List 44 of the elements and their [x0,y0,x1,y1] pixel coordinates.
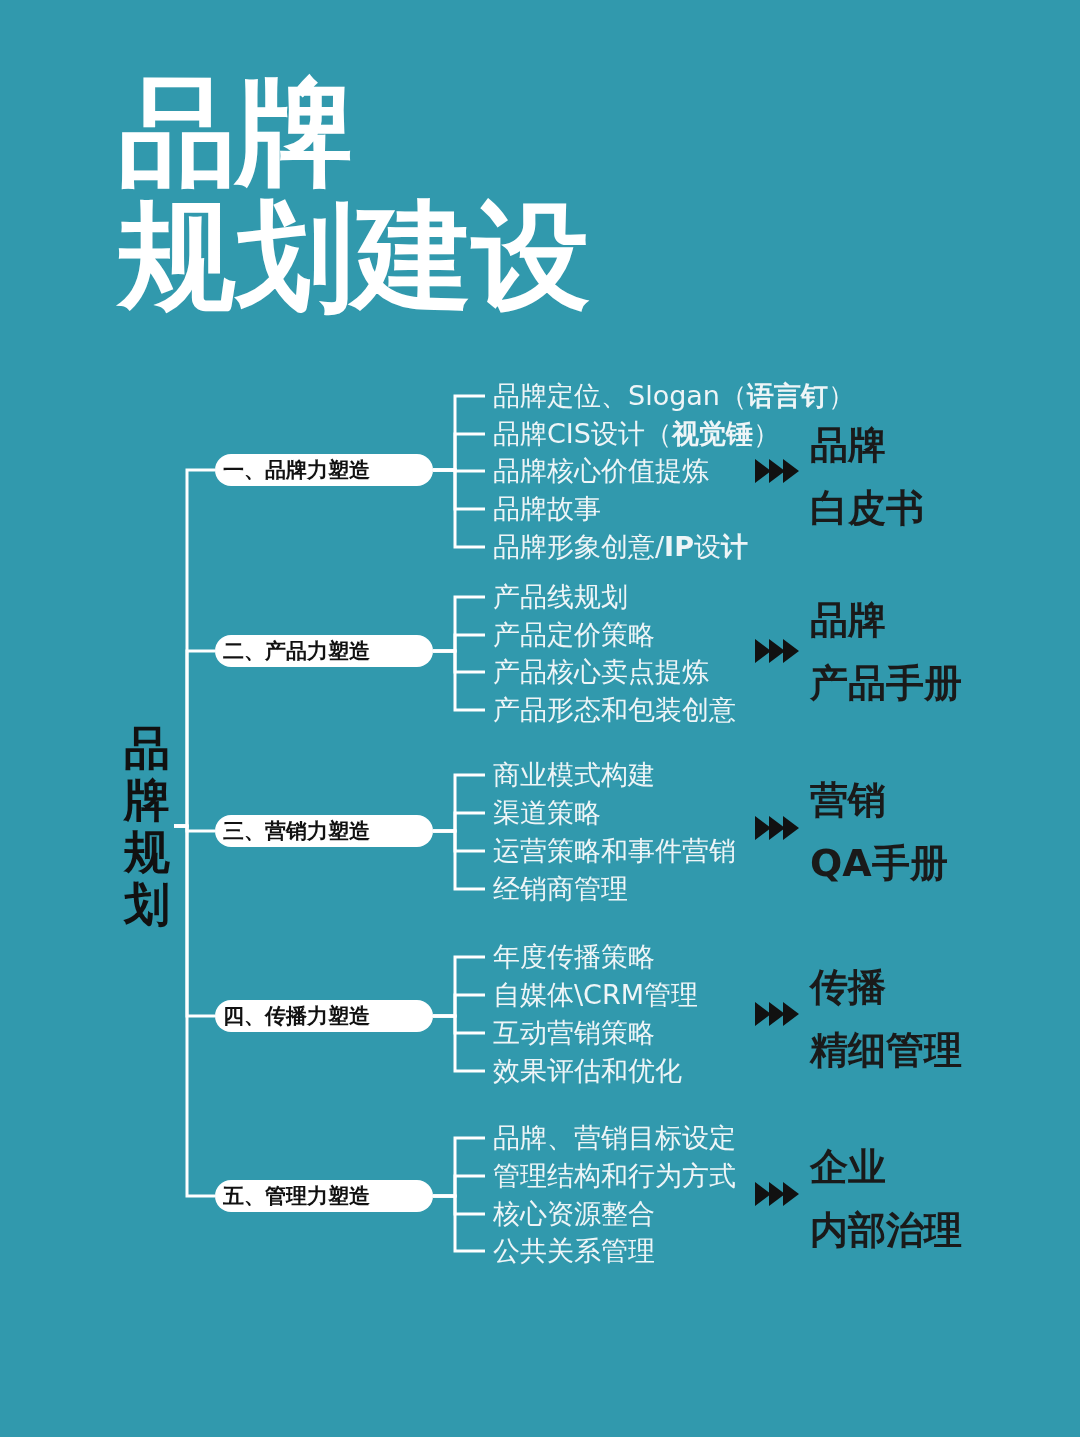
category-pill: 四、传播力塑造 [215,1000,433,1032]
result-text: 企业内部治理 [810,1136,962,1262]
item-text: 互动营销策略 [493,1015,655,1051]
item-text: 产品形态和包装创意 [493,692,736,728]
item-text: 产品核心卖点提炼 [493,654,709,690]
connector-line [174,824,215,1198]
connector-line [433,829,485,891]
result-text: 品牌白皮书 [810,414,924,540]
category-pill: 一、品牌力塑造 [215,454,433,486]
item-text: 核心资源整合 [493,1196,655,1232]
result-text: 营销QA手册 [810,769,948,895]
triple-arrow [755,1182,799,1206]
item-text: 年度传播策略 [493,939,655,975]
item-text: 经销商管理 [493,871,628,907]
connector-line [433,649,485,712]
item-text: 管理结构和行为方式 [493,1158,736,1194]
item-text: 品牌CIS设计（视觉锤） [493,416,780,452]
item-text: 品牌、营销目标设定 [493,1120,736,1156]
connector-line [433,1014,485,1073]
connector-line [433,1194,485,1253]
item-text: 自媒体\CRM管理 [493,977,698,1013]
category-pill: 三、营销力塑造 [215,815,433,847]
item-text: 商业模式构建 [493,757,655,793]
item-text: 产品线规划 [493,579,628,615]
item-text: 产品定价策略 [493,617,655,653]
item-text: 品牌故事 [493,491,601,527]
title: 品牌规划建设 [118,70,590,318]
item-text: 效果评估和优化 [493,1053,682,1089]
result-text: 品牌产品手册 [810,589,962,715]
item-text: 公共关系管理 [493,1233,655,1269]
triple-arrow [755,639,799,663]
triple-arrow [755,816,799,840]
item-text: 品牌定位、Slogan（语言钉） [493,378,855,414]
result-text: 传播精细管理 [810,956,962,1082]
category-pill: 五、管理力塑造 [215,1180,433,1212]
triple-arrow [755,459,799,483]
category-pill: 二、产品力塑造 [215,635,433,667]
item-text: 渠道策略 [493,795,601,831]
item-text: 品牌形象创意/IP设计 [493,529,748,565]
root-label: 品牌规划 [122,722,172,930]
connector-line [433,468,485,549]
item-text: 品牌核心价值提炼 [493,453,709,489]
triple-arrow [755,1002,799,1026]
item-text: 运营策略和事件营销 [493,833,736,869]
